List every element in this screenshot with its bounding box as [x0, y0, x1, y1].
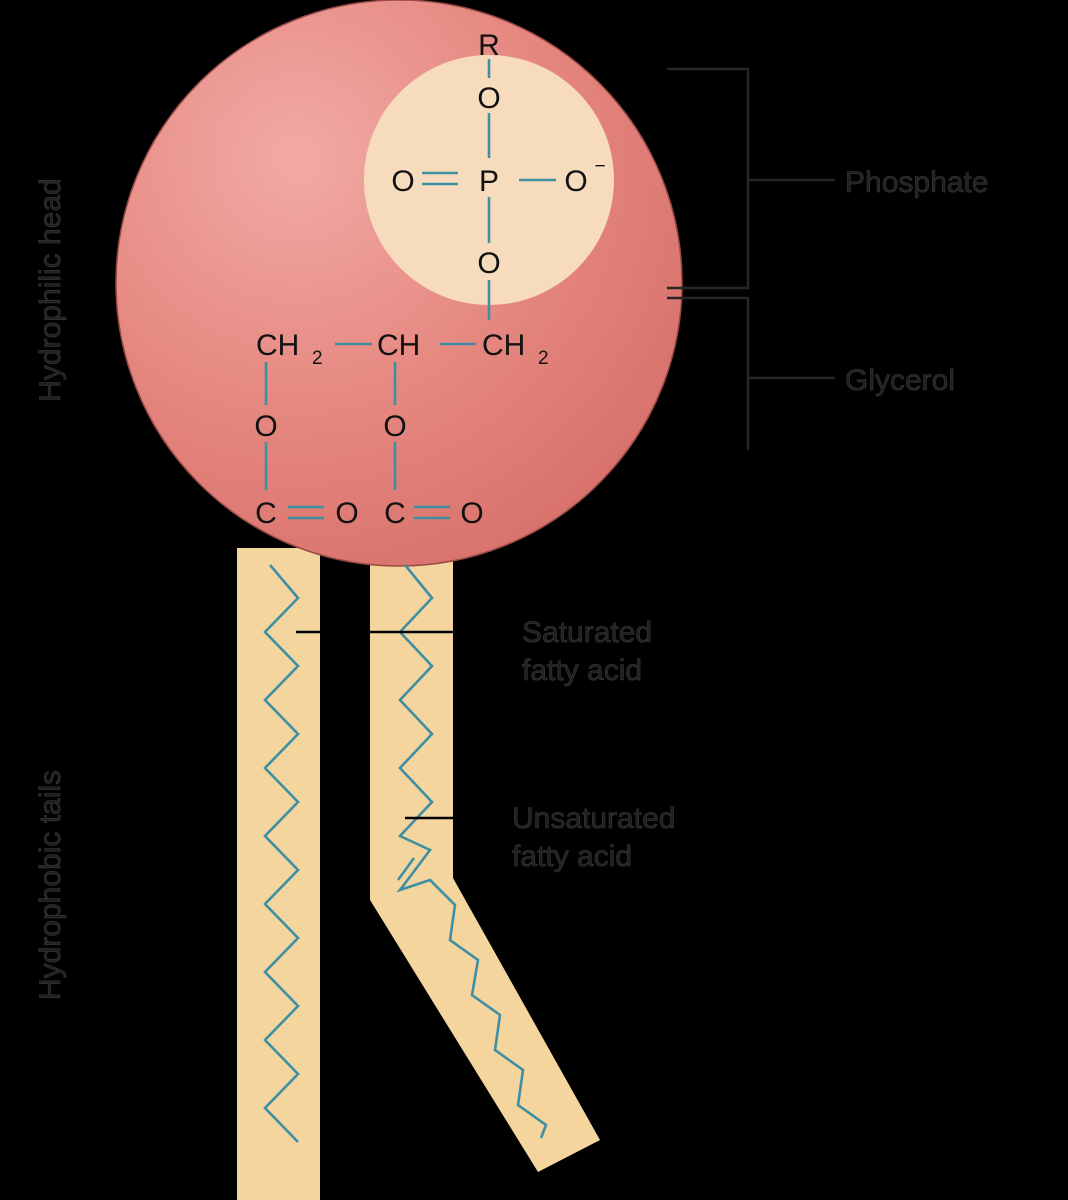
glycerol-bracket	[667, 296, 835, 450]
atom-o-top: O	[477, 82, 500, 115]
saturated-label-line2: fatty acid	[522, 654, 642, 687]
phosphate-bracket	[667, 67, 835, 290]
atom-r: R	[478, 29, 500, 62]
atom-p: P	[479, 165, 499, 198]
hydrophobic-tails-label: Hydrophobic tails	[34, 770, 67, 1000]
atom-ch2-right: CH	[482, 329, 525, 362]
minus-sign: −	[594, 156, 605, 177]
unsaturated-fatty-acid-chain	[396, 564, 548, 1139]
glycerol-label: Glycerol	[845, 364, 955, 397]
hydrophilic-head-label: Hydrophilic head	[34, 178, 67, 401]
atom-o-double-left: O	[391, 165, 414, 198]
atom-o-minus: O	[564, 165, 587, 198]
phosphate-group-area	[364, 55, 614, 305]
atom-c-right: C	[384, 497, 406, 530]
unsaturated-tail	[370, 548, 600, 1172]
atom-o-carbonyl-left: O	[335, 497, 358, 530]
unsaturated-label-line1: Unsaturated	[512, 802, 675, 835]
bonds	[264, 59, 556, 520]
atom-o-below-p: O	[477, 247, 500, 280]
hydrophilic-head-sphere	[115, 0, 683, 567]
saturated-fatty-acid-chain	[263, 564, 300, 1143]
atom-o-ester-right: O	[383, 410, 406, 443]
atom-ch2-left-subscript: 2	[312, 348, 323, 369]
atom-ch2-right-subscript: 2	[538, 348, 549, 369]
atom-ch: CH	[377, 329, 420, 362]
atom-ch2-left: CH	[256, 329, 299, 362]
saturated-label-line1: Saturated	[522, 616, 652, 649]
atom-o-ester-left: O	[254, 410, 277, 443]
saturated-tail	[237, 548, 320, 1200]
atom-o-carbonyl-right: O	[460, 497, 483, 530]
cis-double-bond	[396, 857, 416, 881]
atom-c-left: C	[255, 497, 277, 530]
unsaturated-label-line2: fatty acid	[512, 840, 632, 873]
phosphate-label: Phosphate	[845, 166, 988, 199]
